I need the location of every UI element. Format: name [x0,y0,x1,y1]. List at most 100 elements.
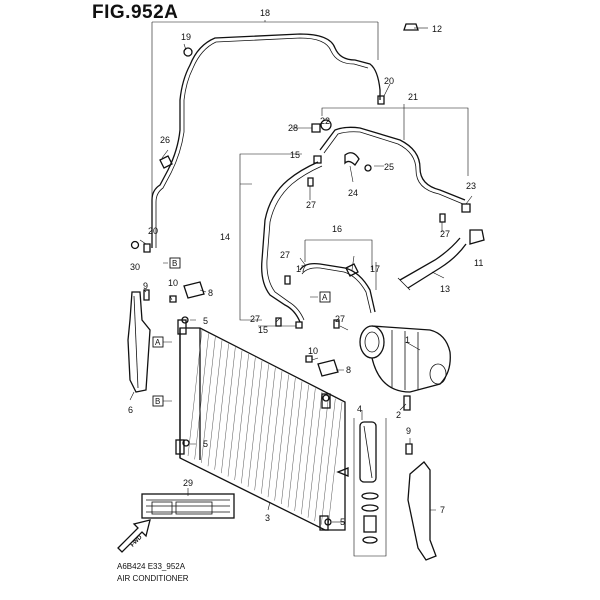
hose-13 [399,237,467,289]
pipe-21-inner [323,131,464,205]
pipe-21 [319,126,466,201]
condenser-fins [187,329,343,529]
bolt-27-comp [333,319,340,329]
fwd-arrow-icon: FWD [117,519,151,553]
leader-lines [129,20,473,523]
ref-a-upper: A [319,291,331,303]
ref-b-upper: B [169,257,181,269]
condenser-fin [261,367,276,494]
condenser-fin [327,401,343,529]
condenser-fin [294,384,309,511]
condenser-fin [307,391,323,518]
figure-name: AIR CONDITIONER [117,574,189,583]
condenser-fin [287,381,303,508]
fitting-17 [345,263,359,277]
callout-labels: 18 12 19 20 21 22 28 26 15 25 24 23 27 1… [128,8,483,527]
svg-text:B: B [155,397,160,406]
callout-10: 10 [168,278,178,288]
condenser-3 [175,319,346,531]
callout-14: 14 [220,232,230,242]
callout-4: 4 [357,404,362,414]
callout-20: 20 [384,76,394,86]
bolt-27-right [439,213,446,223]
callout-15: 15 [258,325,268,335]
condenser-fin [187,329,203,457]
cushion-5-d [322,394,330,402]
clamp-26 [159,155,173,169]
callout-26: 26 [160,135,170,145]
callout-9: 9 [406,426,411,436]
condenser-fin [254,364,269,491]
callout-28: 28 [288,123,298,133]
condenser-fin [321,398,336,525]
pipe-16-inner [301,267,372,314]
condenser-fin [201,336,216,463]
condenser-fin [241,357,256,484]
seal-7 [407,461,437,561]
bolt-28 [311,123,321,133]
condenser-fin [301,388,316,515]
bolt-27-pipe [284,275,291,285]
callout-3: 3 [265,513,270,523]
callout-27: 27 [280,250,290,260]
callout-19: 19 [181,32,191,42]
compressor-1 [359,325,451,393]
ref-a-left: A [152,336,164,348]
callout-9: 9 [143,281,148,291]
callout-8: 8 [346,365,351,375]
bolt-20-lower [143,243,151,253]
condenser-fin [207,340,223,467]
callout-27: 27 [335,314,345,324]
callout-16: 16 [332,224,342,234]
ref-arrows [163,262,318,402]
callout-27: 27 [250,314,260,324]
condenser-fin [281,377,296,505]
callout-5: 5 [203,439,208,449]
callout-22: 22 [320,116,330,126]
callout-17: 17 [296,264,306,274]
clip-25 [364,164,372,172]
bolt-2 [403,395,411,411]
condenser-fin [314,395,329,522]
clamp-24 [344,152,360,167]
callout-27: 27 [306,200,316,210]
condenser-fin [274,374,289,501]
callout-20: 20 [148,226,158,236]
callout-29: 29 [183,478,193,488]
callout-15: 15 [290,150,300,160]
bolt-9-upper [143,289,150,301]
condenser-fin [214,343,229,470]
callout-25: 25 [384,162,394,172]
svg-text:A: A [155,338,161,347]
label-29 [141,493,235,519]
hose-14-inner [266,165,323,321]
arrow-to-receiver [336,467,349,477]
callout-30: 30 [130,262,140,272]
figure-title: FIG.952A [92,2,179,23]
bracket-8-upper [183,281,205,299]
condenser-fin [234,353,249,481]
clip-19 [183,47,193,57]
condenser-fin [227,350,243,477]
bolt-15-lower [295,321,303,329]
svg-text:A: A [322,293,328,302]
bolt-10-lower [305,355,313,363]
callout-21: 21 [408,92,418,102]
hose-18-inner [155,37,369,248]
condenser-fin [221,347,236,474]
condenser-fin [247,360,263,487]
hose-13-end [397,277,411,291]
bolt-15-upper [313,155,322,164]
callout-11: 11 [474,258,483,268]
oring-22 [320,119,332,131]
bolt-10-upper [169,295,177,303]
callout-8: 8 [208,288,213,298]
bolt-20-upper [377,95,385,105]
bolt-9-lower [405,443,413,455]
hose-18 [151,33,381,248]
callout-10: 10 [308,346,318,356]
cap-12 [403,23,419,31]
callout-2: 2 [396,410,401,420]
cushion-5-a [181,316,189,324]
